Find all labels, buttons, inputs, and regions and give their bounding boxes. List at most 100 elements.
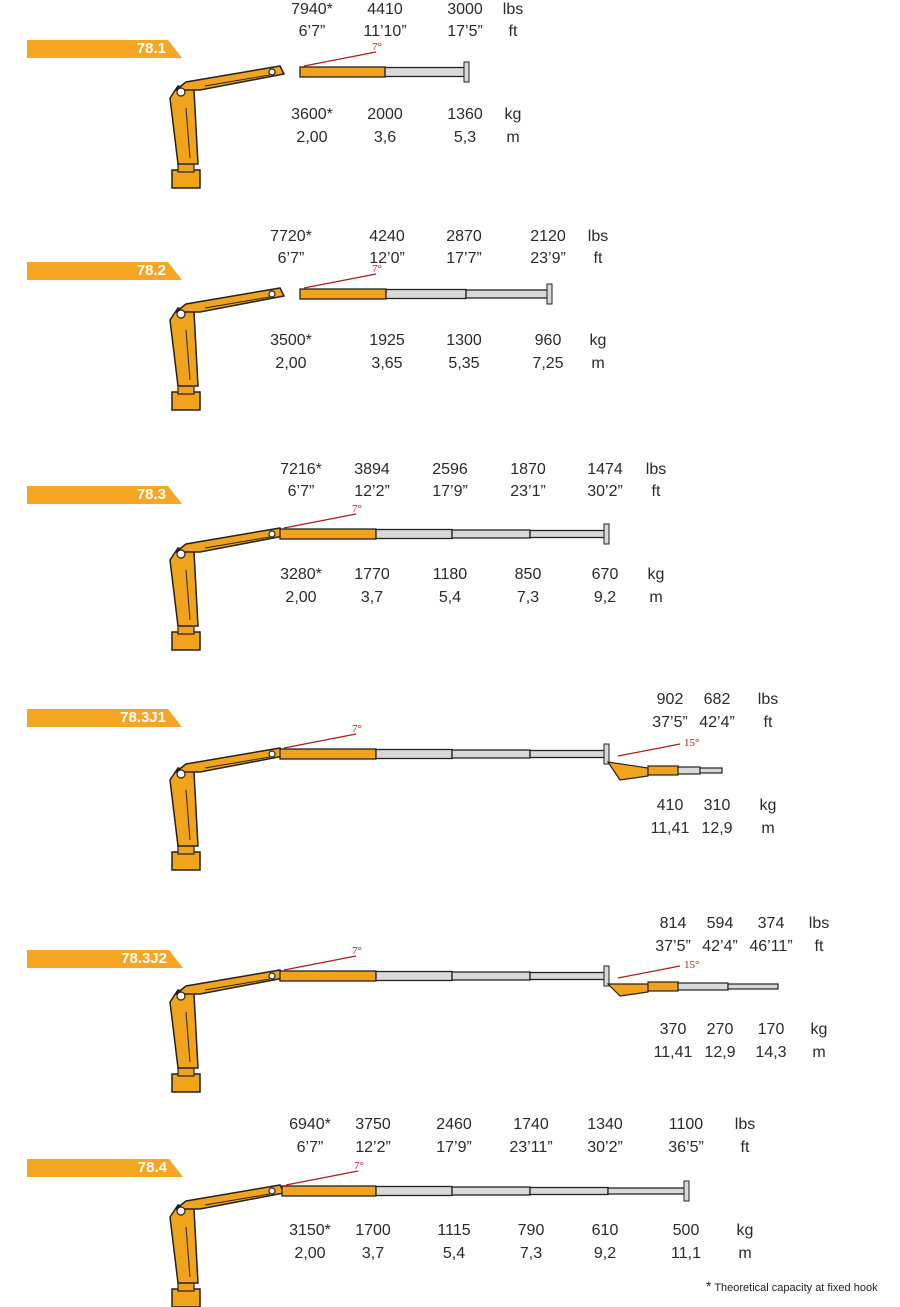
lbs-unit: lbs bbox=[757, 691, 779, 708]
lbs-unit: lbs bbox=[734, 1116, 756, 1133]
crane-column bbox=[169, 287, 286, 411]
crane-boom bbox=[279, 743, 610, 765]
lbs-value: 1340 bbox=[587, 1116, 623, 1133]
ft-value: 23’1” bbox=[510, 483, 546, 500]
lbs-unit: lbs bbox=[587, 228, 609, 245]
m-value: 7,25 bbox=[532, 355, 564, 372]
ft-unit: ft bbox=[763, 714, 773, 731]
kg-value: 1180 bbox=[432, 566, 468, 583]
boom-angle-label: 7° bbox=[352, 503, 362, 515]
boom-angle-label: 7° bbox=[372, 41, 382, 53]
model-label: 78.3J2 bbox=[27, 950, 183, 968]
m-value: 12,9 bbox=[701, 820, 733, 837]
kg-value: 370 bbox=[659, 1021, 687, 1038]
ft-value: 6’7” bbox=[287, 483, 315, 500]
crane-column bbox=[169, 527, 286, 651]
lbs-value: 374 bbox=[757, 915, 785, 932]
kg-value: 270 bbox=[706, 1021, 734, 1038]
m-value: 3,7 bbox=[360, 589, 384, 606]
ft-unit: ft bbox=[593, 250, 603, 267]
crane-boom bbox=[281, 1180, 690, 1202]
kg-value: 3150* bbox=[289, 1222, 331, 1239]
ft-value: 11’10” bbox=[363, 23, 407, 40]
lbs-value: 1870 bbox=[510, 461, 546, 478]
m-value: 9,2 bbox=[593, 1245, 617, 1262]
kg-unit: kg bbox=[589, 332, 607, 349]
model-label: 78.2 bbox=[27, 262, 182, 280]
ft-value: 17’9” bbox=[436, 1139, 472, 1156]
lbs-value: 4410 bbox=[367, 1, 403, 18]
kg-value: 2000 bbox=[367, 106, 403, 123]
kg-unit: kg bbox=[810, 1021, 828, 1038]
kg-value: 1360 bbox=[447, 106, 483, 123]
ft-value: 17’7” bbox=[446, 250, 482, 267]
m-unit: m bbox=[761, 820, 775, 837]
crane-jib bbox=[606, 981, 779, 997]
boom-segment bbox=[607, 1187, 689, 1195]
lbs-value: 4240 bbox=[369, 228, 405, 245]
kg-value: 1115 bbox=[437, 1222, 471, 1239]
ft-value: 46’11” bbox=[749, 938, 793, 955]
m-value: 5,4 bbox=[442, 1245, 466, 1262]
m-value: 3,7 bbox=[361, 1245, 385, 1262]
lbs-unit: lbs bbox=[645, 461, 667, 478]
kg-value: 960 bbox=[534, 332, 562, 349]
m-value: 3,65 bbox=[371, 355, 403, 372]
m-value: 11,41 bbox=[653, 1044, 693, 1061]
model-label: 78.1 bbox=[27, 40, 182, 58]
lbs-value: 6940* bbox=[289, 1116, 331, 1133]
model-label: 78.4 bbox=[27, 1159, 183, 1177]
m-value: 11,1 bbox=[671, 1245, 701, 1262]
footnote-text: Theoretical capacity at fixed hook bbox=[714, 1282, 878, 1294]
lbs-value: 1740 bbox=[513, 1116, 549, 1133]
lbs-value: 2870 bbox=[446, 228, 482, 245]
kg-value: 610 bbox=[591, 1222, 619, 1239]
ft-unit: ft bbox=[508, 23, 518, 40]
m-value: 3,6 bbox=[373, 129, 397, 146]
m-unit: m bbox=[738, 1245, 752, 1262]
kg-unit: kg bbox=[504, 106, 522, 123]
m-value: 14,3 bbox=[755, 1044, 787, 1061]
lbs-value: 2120 bbox=[530, 228, 566, 245]
m-unit: m bbox=[812, 1044, 826, 1061]
crane-column bbox=[169, 747, 286, 871]
jib-angle-label: 15° bbox=[684, 737, 699, 749]
ft-value: 37’5” bbox=[655, 938, 691, 955]
model-label: 78.3 bbox=[27, 486, 182, 504]
ft-value: 30’2” bbox=[587, 1139, 623, 1156]
footnote-star: * bbox=[706, 1278, 712, 1294]
kg-value: 1700 bbox=[355, 1222, 391, 1239]
lbs-value: 7720* bbox=[270, 228, 312, 245]
ft-value: 23’9” bbox=[530, 250, 566, 267]
lbs-value: 682 bbox=[703, 691, 731, 708]
m-unit: m bbox=[506, 129, 520, 146]
m-value: 5,4 bbox=[438, 589, 462, 606]
boom-angle-label: 7° bbox=[372, 263, 382, 275]
lbs-value: 7216* bbox=[280, 461, 322, 478]
lbs-value: 7940* bbox=[291, 1, 333, 18]
lbs-value: 2460 bbox=[436, 1116, 472, 1133]
ft-value: 6’7” bbox=[298, 23, 326, 40]
lbs-value: 1474 bbox=[587, 461, 623, 478]
kg-value: 670 bbox=[591, 566, 619, 583]
lbs-value: 594 bbox=[706, 915, 734, 932]
kg-value: 1770 bbox=[354, 566, 390, 583]
kg-value: 3280* bbox=[280, 566, 322, 583]
kg-value: 1300 bbox=[446, 332, 482, 349]
ft-value: 30’2” bbox=[587, 483, 623, 500]
m-value: 5,3 bbox=[453, 129, 477, 146]
lbs-value: 3894 bbox=[354, 461, 390, 478]
lbs-value: 3000 bbox=[447, 1, 483, 18]
kg-value: 1925 bbox=[369, 332, 405, 349]
ft-value: 23’11” bbox=[509, 1139, 553, 1156]
boom-segment bbox=[375, 1185, 453, 1197]
lbs-unit: lbs bbox=[808, 915, 830, 932]
m-value: 7,3 bbox=[519, 1245, 543, 1262]
ft-unit: ft bbox=[740, 1139, 750, 1156]
kg-unit: kg bbox=[736, 1222, 754, 1239]
ft-value: 37’5” bbox=[652, 714, 688, 731]
